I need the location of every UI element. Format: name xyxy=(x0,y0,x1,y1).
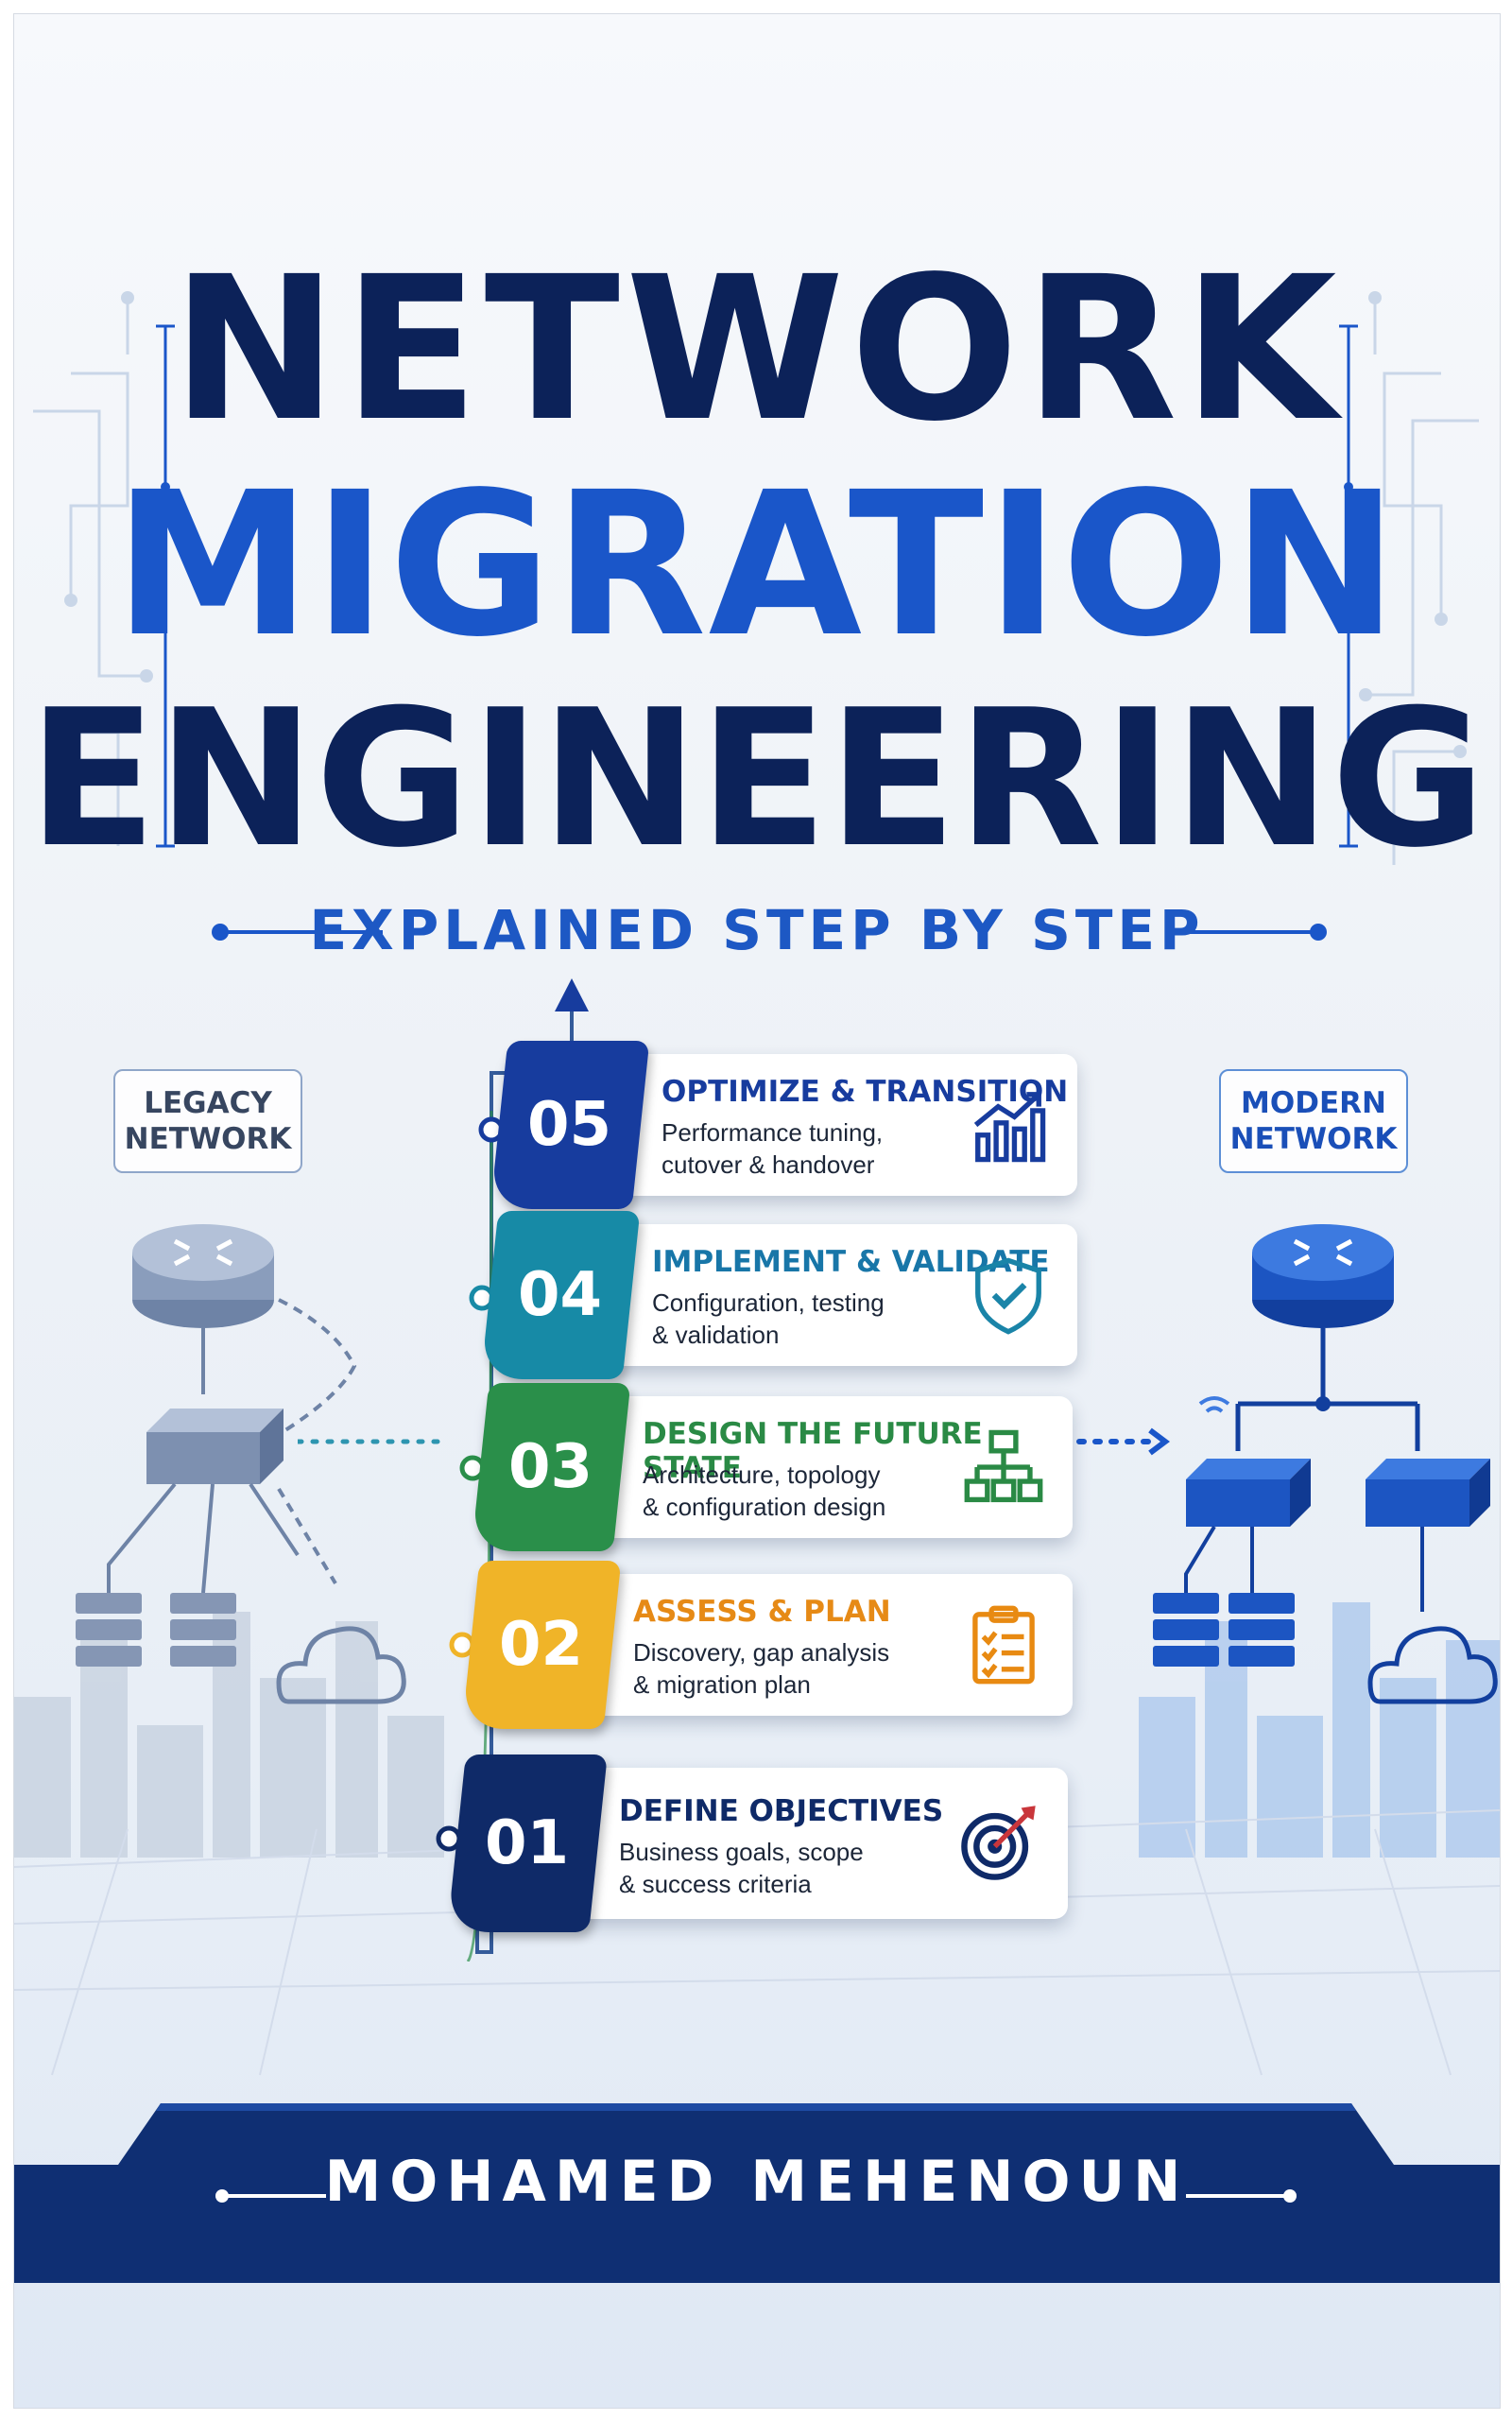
step-03-title: DESIGN THE FUTURE STATE xyxy=(643,1417,983,1485)
step-01-title: DEFINE OBJECTIVES xyxy=(619,1794,944,1828)
modern-network-diagram xyxy=(1153,1224,1498,1704)
legacy-network-label: LEGACY NETWORK xyxy=(113,1069,302,1173)
modern-server-icon xyxy=(1153,1593,1295,1667)
step-04-title: IMPLEMENT & VALIDATE xyxy=(652,1245,1050,1279)
title-line-1: NETWORK xyxy=(171,233,1343,465)
step-02-description: Discovery, gap analysis& migration plan xyxy=(633,1638,890,1699)
subtitle: EXPLAINED STEP BY STEP xyxy=(309,898,1205,962)
legacy-router-icon xyxy=(132,1224,274,1328)
step-01-badge: 01 xyxy=(447,1754,608,1932)
modern-connector xyxy=(1063,1427,1170,1456)
legacy-label-line2: NETWORK xyxy=(124,1122,292,1156)
target-icon xyxy=(961,1806,1036,1880)
step-05-badge: 05 xyxy=(490,1041,650,1209)
legacy-switch-icon xyxy=(146,1409,284,1484)
title-line-3: ENGINEERING xyxy=(27,669,1486,890)
legacy-cloud-icon xyxy=(276,1626,406,1704)
step-02-title: ASSESS & PLAN xyxy=(633,1595,891,1629)
step-01-description: Business goals, scope& success criteria xyxy=(619,1838,864,1898)
legacy-server-icon xyxy=(76,1593,236,1667)
step-04-badge: 04 xyxy=(480,1211,641,1379)
modern-router-icon xyxy=(1252,1224,1394,1328)
modern-network-label: MODERN NETWORK xyxy=(1219,1069,1408,1173)
book-cover: NETWORK MIGRATION ENGINEERING EXPLAINED … xyxy=(13,13,1501,2409)
step-05-card: 05 OPTIMIZE & TRANSITION Performance tun… xyxy=(490,1041,1077,1209)
step-03-description: Architecture, topology& configuration de… xyxy=(643,1461,886,1521)
step-05-description: Performance tuning,cutover & handover xyxy=(662,1118,884,1179)
step-05-title: OPTIMIZE & TRANSITION xyxy=(662,1075,1069,1109)
step-03-badge: 03 xyxy=(471,1383,631,1551)
growth-chart-icon xyxy=(973,1092,1046,1163)
title-line-2: MIGRATION xyxy=(113,449,1400,681)
up-arrow-icon xyxy=(555,978,589,1011)
step-04-description: Configuration, testing& validation xyxy=(652,1288,885,1349)
shield-check-icon xyxy=(975,1257,1041,1335)
step-01-card: 01 DEFINE OBJECTIVES Business goals, sco… xyxy=(447,1754,1068,1932)
checklist-icon xyxy=(972,1605,1035,1685)
step-02-badge: 02 xyxy=(461,1561,622,1729)
modern-cloud-icon xyxy=(1367,1626,1498,1704)
legacy-connector xyxy=(298,1439,449,1444)
footer-band xyxy=(14,2103,1500,2283)
legacy-label-line1: LEGACY xyxy=(144,1086,272,1120)
modern-switch-icon xyxy=(1186,1459,1490,1527)
author-name: MOHAMED MEHENOUN xyxy=(324,2149,1190,2215)
hierarchy-icon xyxy=(964,1429,1043,1503)
modern-label-line2: NETWORK xyxy=(1229,1122,1398,1156)
step-04-card: 04 IMPLEMENT & VALIDATE Configuration, t… xyxy=(480,1211,1077,1379)
step-03-card: 03 DESIGN THE FUTURE STATE Architecture,… xyxy=(471,1383,1073,1551)
modern-label-line1: MODERN xyxy=(1241,1086,1386,1120)
wifi-icon xyxy=(1198,1396,1230,1413)
step-02-card: 02 ASSESS & PLAN Discovery, gap analysis… xyxy=(461,1561,1073,1729)
legacy-network-diagram xyxy=(76,1224,406,1704)
